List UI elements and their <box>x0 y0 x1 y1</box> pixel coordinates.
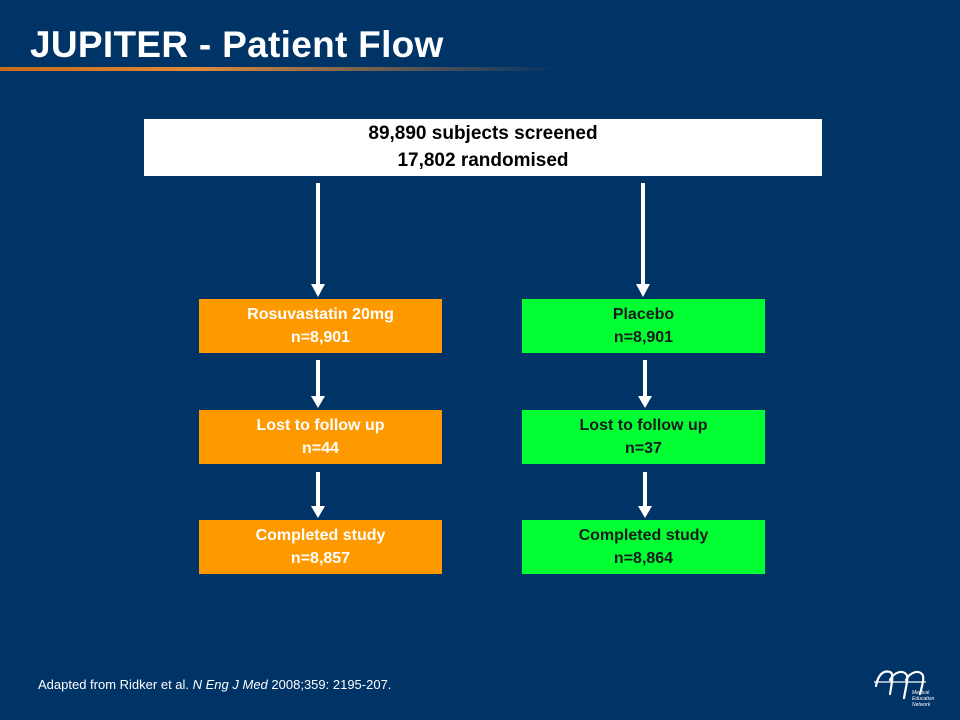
arrow-placebo-lost-to-completed <box>638 472 652 518</box>
medical-education-network-logo-icon: Medical Education Network <box>874 670 934 708</box>
placebo-completed-box: Completed study n=8,864 <box>522 520 765 574</box>
arrow-rosuvastatin-lost-to-completed <box>311 472 325 518</box>
svg-text:Network: Network <box>912 702 931 708</box>
rosuvastatin-label: Rosuvastatin 20mg <box>247 305 394 323</box>
rosuvastatin-completed-n: n=8,857 <box>290 550 351 567</box>
placebo-label: Placebo <box>612 305 675 323</box>
rosuvastatin-n: n=8,901 <box>290 329 351 346</box>
title-underline <box>0 67 560 71</box>
placebo-lost-label: Lost to follow up <box>579 416 708 434</box>
slide-title: JUPITER - Patient Flow <box>30 24 444 65</box>
rosuvastatin-arm-box: Rosuvastatin 20mg n=8,901 <box>199 299 442 353</box>
rosuvastatin-lost-box: Lost to follow up n=44 <box>199 410 442 464</box>
rosuvastatin-completed-box: Completed study n=8,857 <box>199 520 442 574</box>
placebo-lost-n: n=37 <box>625 440 662 457</box>
svg-text:Education: Education <box>912 696 934 702</box>
citation-journal: N Eng J Med <box>192 677 268 692</box>
rosuvastatin-lost-label: Lost to follow up <box>256 416 385 434</box>
placebo-n: n=8,901 <box>613 329 674 346</box>
placebo-completed-n: n=8,864 <box>613 550 674 567</box>
arrow-placebo-to-lost <box>638 360 652 408</box>
screened-text: 89,890 subjects screened <box>368 122 598 144</box>
rosuvastatin-lost-n: n=44 <box>302 440 339 457</box>
arrow-rosuvastatin-to-lost <box>311 360 325 408</box>
randomised-text: 17,802 randomised <box>397 149 569 171</box>
arrow-to-placebo <box>636 183 650 297</box>
rosuvastatin-completed-label: Completed study <box>255 526 386 544</box>
placebo-completed-label: Completed study <box>578 526 709 544</box>
citation-footnote: Adapted from Ridker et al. N Eng J Med 2… <box>38 677 391 692</box>
arrow-to-rosuvastatin <box>311 183 325 297</box>
citation-suffix: 2008;359: 2195-207. <box>267 677 392 692</box>
svg-text:Medical: Medical <box>912 690 930 696</box>
screened-randomised-box: 89,890 subjects screened 17,802 randomis… <box>144 119 822 176</box>
placebo-lost-box: Lost to follow up n=37 <box>522 410 765 464</box>
citation-prefix: Adapted from Ridker et al. <box>38 677 193 692</box>
placebo-arm-box: Placebo n=8,901 <box>522 299 765 353</box>
